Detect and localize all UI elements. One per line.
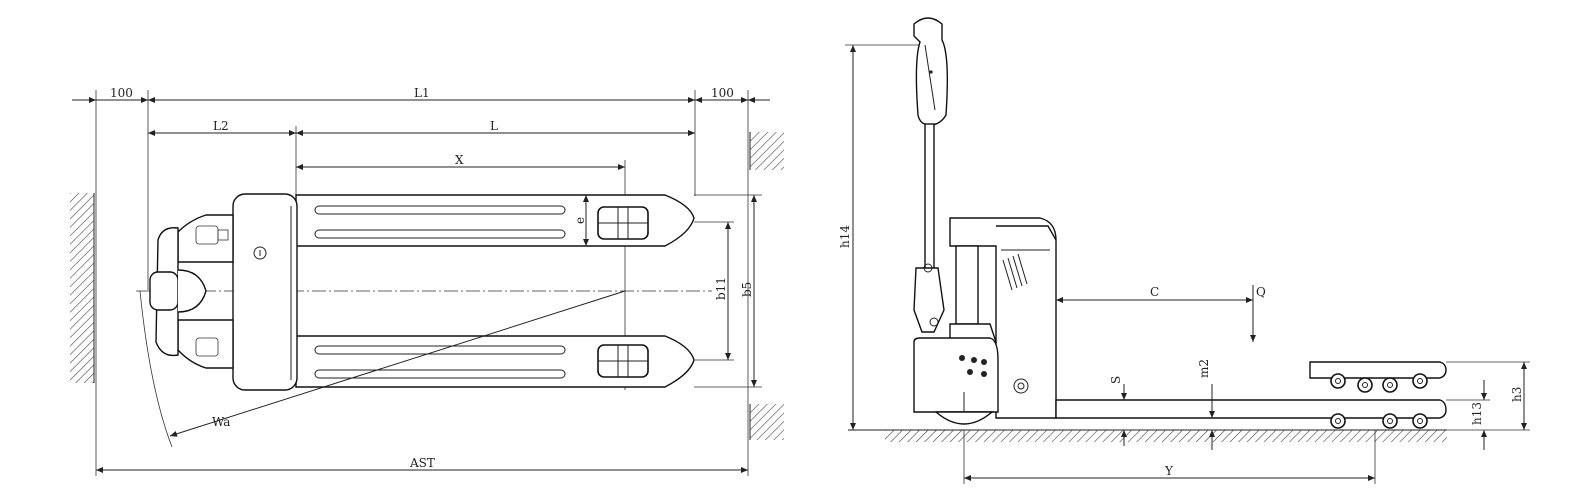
dim-label-l2: L2 (213, 119, 229, 133)
dim-label-x: X (455, 153, 464, 167)
dim-label-s: S (1109, 376, 1123, 384)
dim-label-m2: m2 (1197, 359, 1211, 378)
ground-hatch (885, 430, 1447, 442)
fork-lower (295, 335, 695, 388)
dim-label-100-right: 100 (711, 86, 734, 100)
forks-lowered (1055, 399, 1447, 429)
dim-label-wa: Wa (212, 415, 230, 429)
dim-label-q: Q (1256, 285, 1266, 299)
dim-label-h3: h3 (1510, 387, 1524, 402)
wall-hatch-left (70, 193, 94, 383)
side-view: h14 (838, 17, 1530, 484)
dim-label-ast: AST (409, 456, 435, 470)
wall-hatch-right-top (750, 132, 784, 170)
dim-label-b5: b5 (740, 282, 754, 297)
dim-label-b11: b11 (714, 277, 728, 300)
dim-label-h13: h13 (1470, 402, 1484, 425)
dim-label-l1: L1 (414, 86, 430, 100)
forks-raised (1309, 361, 1447, 393)
dim-label-h14: h14 (838, 225, 852, 248)
chassis-top (149, 193, 298, 391)
dim-label-y: Y (1164, 464, 1174, 478)
dim-label-c: C (1150, 285, 1159, 299)
top-view: 100 L1 100 L2 L X e (70, 86, 784, 476)
dim-label-e: e (573, 217, 587, 224)
dim-label-100-left: 100 (110, 86, 133, 100)
wall-hatch-right-bottom (750, 404, 784, 440)
tiller (913, 17, 949, 333)
dim-label-l: L (490, 119, 498, 133)
fork-upper (295, 194, 695, 247)
truck-body-side (913, 217, 1057, 425)
